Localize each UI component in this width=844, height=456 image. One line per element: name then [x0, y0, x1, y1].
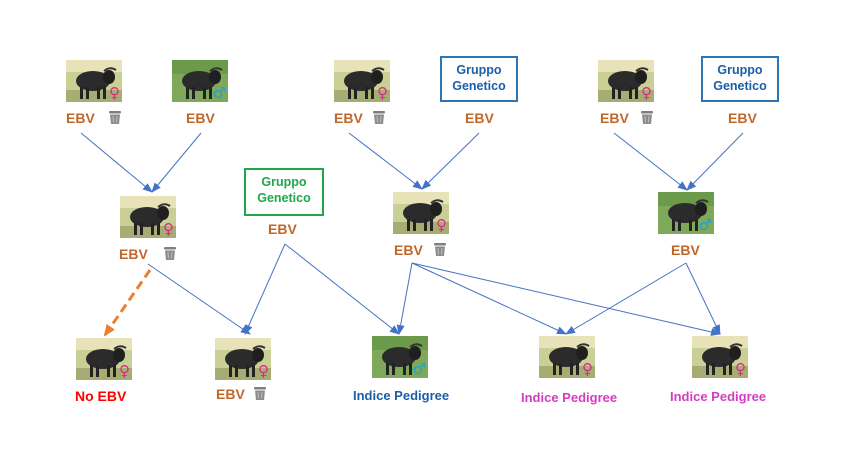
- ebv-label: EBV: [394, 242, 423, 258]
- ebv-label: EBV: [216, 386, 245, 402]
- no-ebv-label: No EBV: [75, 388, 127, 404]
- arrow: [151, 132, 202, 193]
- male-symbol: ♂: [698, 216, 712, 234]
- female-symbol: ♀: [735, 360, 746, 378]
- female-symbol: ♀: [119, 362, 130, 380]
- ebv-label: EBV: [186, 110, 215, 126]
- female-buffalo-photo: ♀: [76, 338, 132, 380]
- arrow: [284, 243, 400, 335]
- trash-bin-icon: [253, 386, 267, 401]
- female-symbol: ♀: [641, 84, 652, 102]
- ebv-label: EBV: [66, 110, 95, 126]
- female-symbol: ♀: [377, 84, 388, 102]
- trash-bin-icon: [163, 246, 177, 261]
- trash-bin-icon: [108, 110, 122, 125]
- female-symbol: ♀: [436, 216, 447, 234]
- arrow: [80, 132, 153, 193]
- female-symbol: ♀: [258, 362, 269, 380]
- arrow: [147, 263, 251, 335]
- dashed-arrow: [103, 269, 152, 337]
- arrow: [421, 132, 480, 190]
- female-buffalo-photo: ♀: [120, 196, 176, 238]
- ebv-label: EBV: [334, 110, 363, 126]
- arrow: [686, 132, 744, 191]
- ebv-label: EBV: [119, 246, 148, 262]
- pedigree-index-label: Indice Pedigree: [353, 388, 450, 403]
- trash-bin-icon: [433, 242, 447, 257]
- arrow: [685, 262, 721, 335]
- female-buffalo-photo: ♀: [66, 60, 122, 102]
- female-symbol: ♀: [109, 84, 120, 102]
- arrow: [565, 262, 687, 335]
- arrow: [348, 132, 423, 190]
- male-buffalo-photo: ♂: [658, 192, 714, 234]
- female-buffalo-photo: ♀: [215, 338, 271, 380]
- male-buffalo-photo: ♂: [172, 60, 228, 102]
- arrow: [411, 262, 721, 336]
- ebv-label: EBV: [671, 242, 700, 258]
- pedigree-index-label: Indice Pedigree: [670, 389, 767, 404]
- female-symbol: ♀: [582, 360, 593, 378]
- female-buffalo-photo: ♀: [334, 60, 390, 102]
- male-buffalo-photo: ♂: [372, 336, 428, 378]
- arrow: [396, 262, 413, 335]
- female-buffalo-photo: ♀: [393, 192, 449, 234]
- female-buffalo-photo: ♀: [692, 336, 748, 378]
- ebv-label: EBV: [268, 221, 297, 237]
- female-symbol: ♀: [163, 220, 174, 238]
- ebv-label: EBV: [465, 110, 494, 126]
- female-buffalo-photo: ♀: [539, 336, 595, 378]
- ebv-label: EBV: [600, 110, 629, 126]
- male-symbol: ♂: [412, 360, 426, 378]
- arrow: [244, 243, 286, 335]
- trash-bin-icon: [640, 110, 654, 125]
- pedigree-index-label: Indice Pedigree: [521, 390, 618, 405]
- trash-bin-icon: [372, 110, 386, 125]
- arrow: [613, 132, 688, 191]
- male-symbol: ♂: [212, 84, 226, 102]
- arrow: [411, 262, 567, 335]
- female-buffalo-photo: ♀: [598, 60, 654, 102]
- ebv-label: EBV: [728, 110, 757, 126]
